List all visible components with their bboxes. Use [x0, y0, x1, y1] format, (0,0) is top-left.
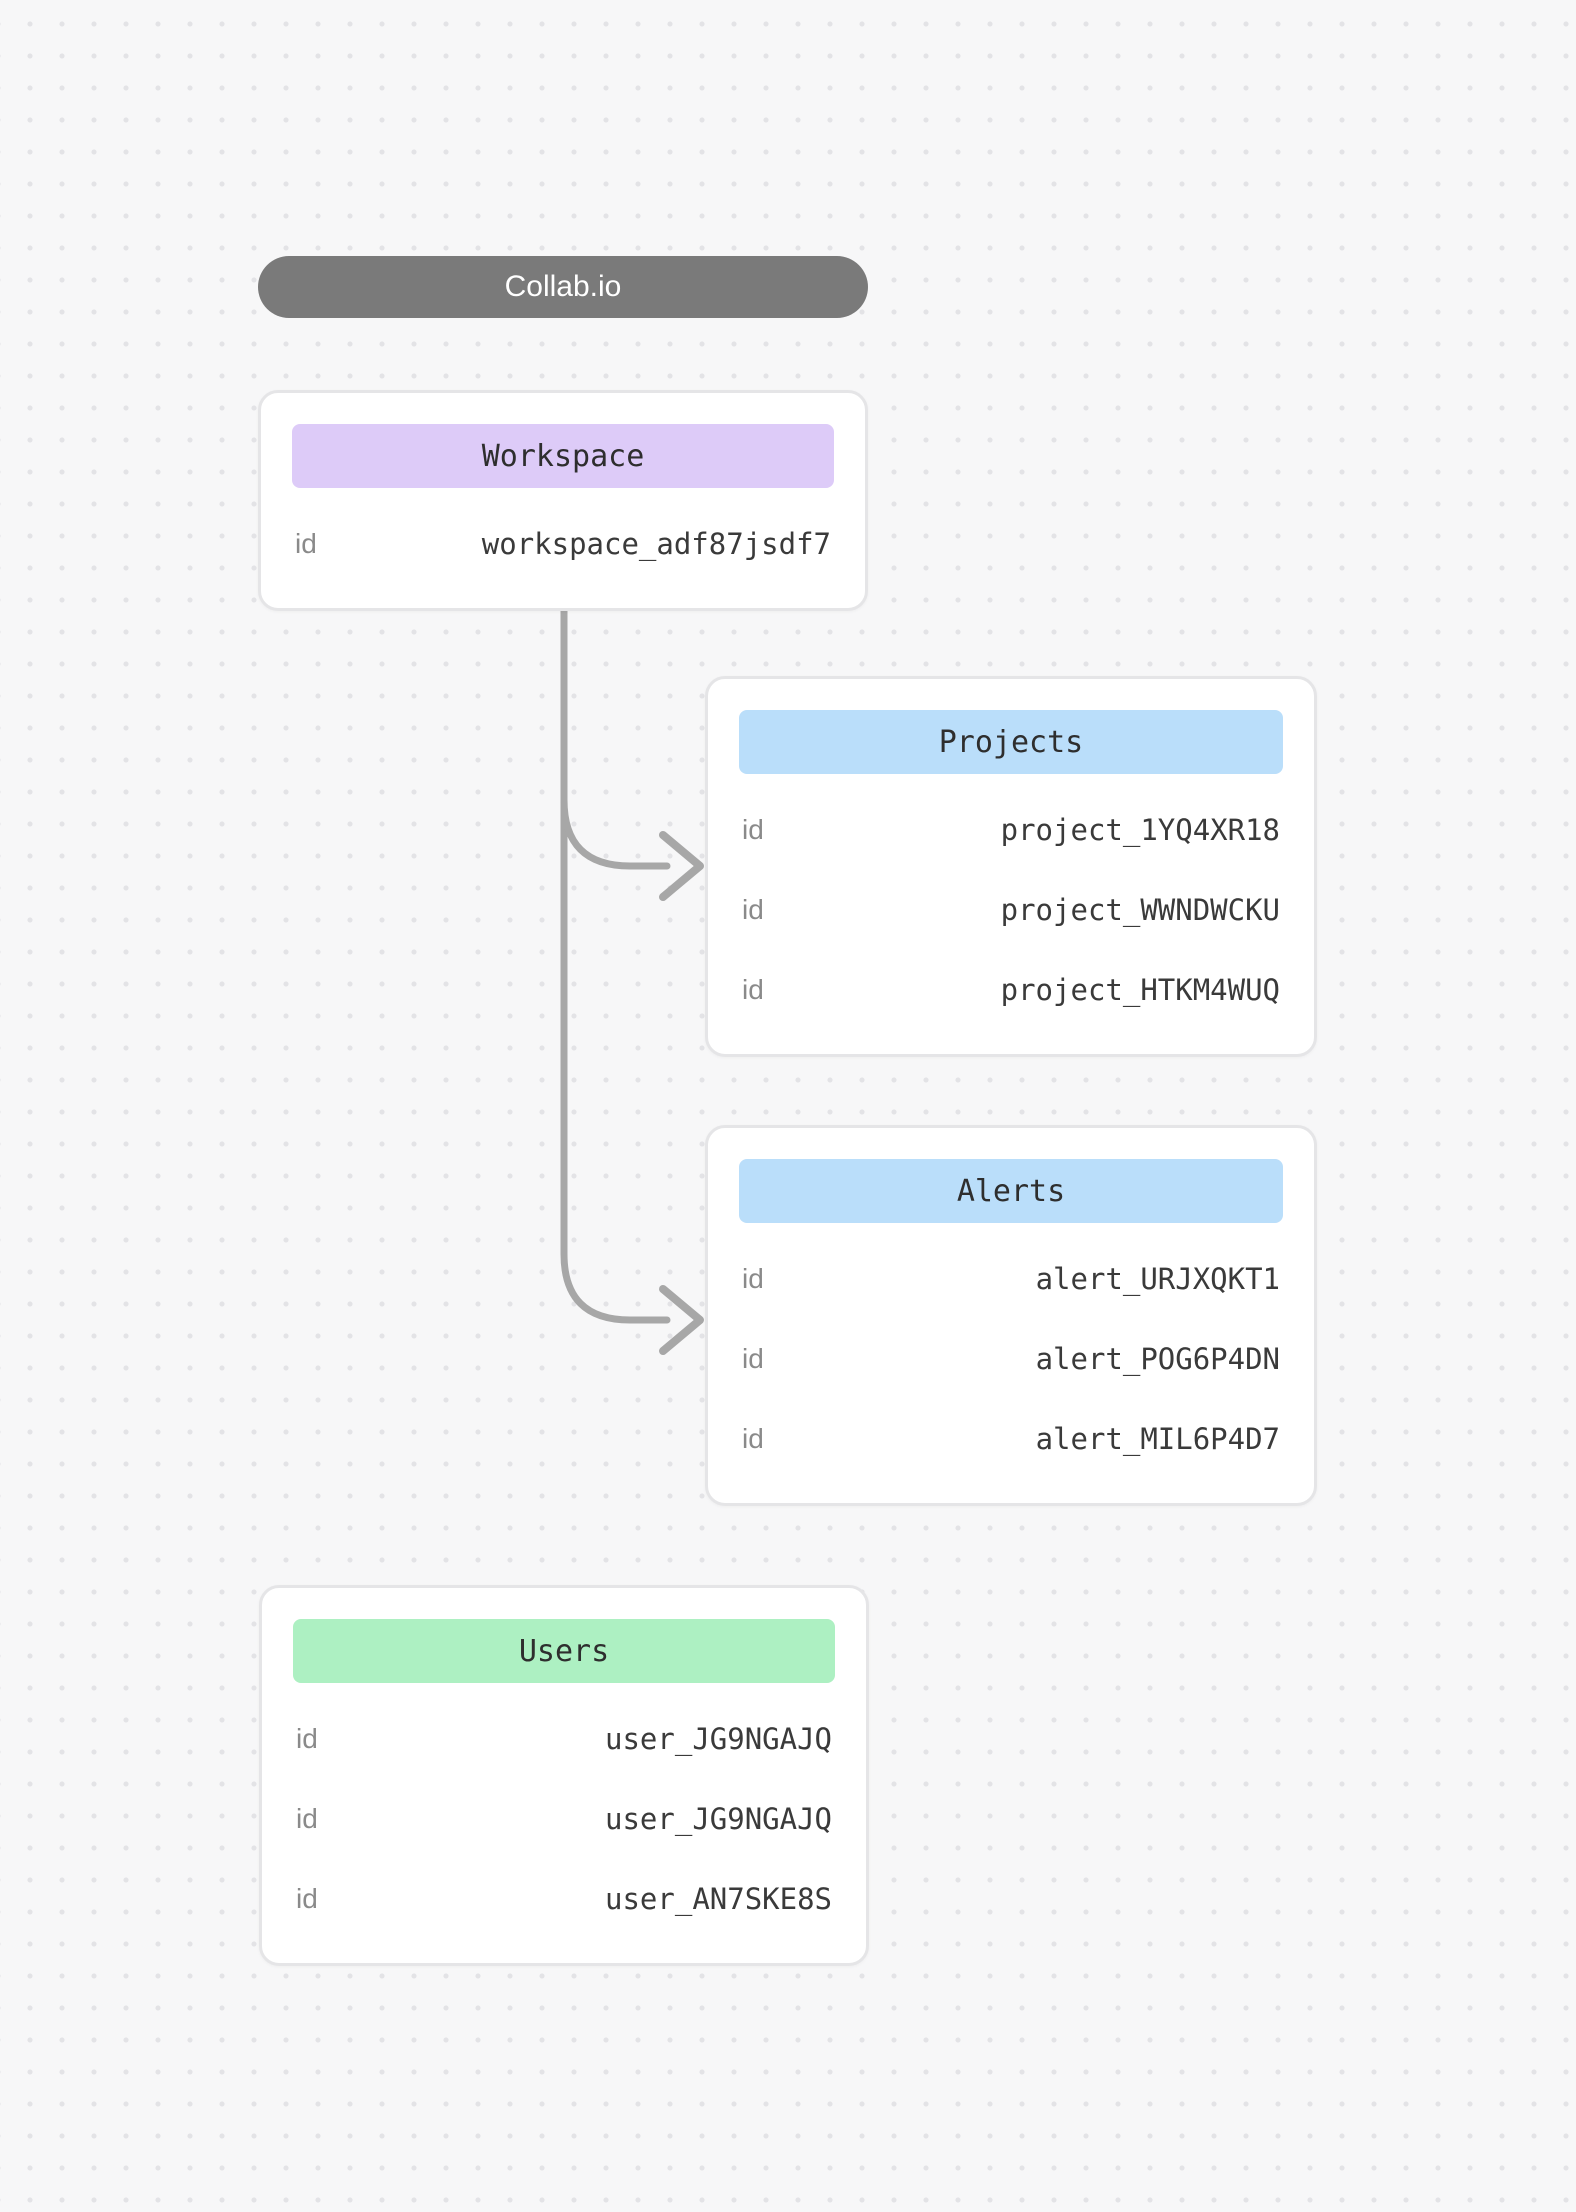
table-row: id alert_POG6P4DN — [739, 1319, 1283, 1399]
field-key: id — [296, 1803, 318, 1834]
workspace-rows: id workspace_adf87jsdf7 — [292, 504, 834, 584]
table-row: id project_WWNDWCKU — [739, 870, 1283, 950]
table-row: id workspace_adf87jsdf7 — [292, 504, 834, 584]
field-value: user_AN7SKE8S — [605, 1882, 832, 1916]
users-card-title: Users — [518, 1633, 610, 1669]
table-row: id alert_MIL6P4D7 — [739, 1399, 1283, 1479]
projects-card[interactable]: Projects id project_1YQ4XR18 id project_… — [705, 676, 1317, 1057]
field-key: id — [295, 528, 317, 559]
table-row: id user_AN7SKE8S — [293, 1859, 835, 1939]
table-row: id alert_URJXQKT1 — [739, 1239, 1283, 1319]
projects-rows: id project_1YQ4XR18 id project_WWNDWCKU … — [739, 790, 1283, 1030]
app-title: Collab.io — [504, 270, 622, 303]
projects-card-title: Projects — [938, 724, 1084, 760]
workspace-card[interactable]: Workspace id workspace_adf87jsdf7 — [258, 390, 868, 611]
table-row: id user_JG9NGAJQ — [293, 1779, 835, 1859]
users-card[interactable]: Users id user_JG9NGAJQ id user_JG9NGAJQ … — [259, 1585, 869, 1966]
field-value: alert_URJXQKT1 — [1035, 1262, 1280, 1296]
field-value: project_HTKM4WUQ — [1000, 973, 1280, 1007]
users-rows: id user_JG9NGAJQ id user_JG9NGAJQ id use… — [293, 1699, 835, 1939]
field-value: user_JG9NGAJQ — [605, 1722, 832, 1756]
field-value: alert_MIL6P4D7 — [1035, 1422, 1280, 1456]
connector-workspace-to-alerts[interactable] — [560, 605, 671, 1324]
field-key: id — [296, 1723, 318, 1754]
field-value: workspace_adf87jsdf7 — [481, 527, 831, 561]
workspace-card-title: Workspace — [481, 438, 645, 474]
field-key: id — [742, 894, 764, 925]
table-row: id user_JG9NGAJQ — [293, 1699, 835, 1779]
field-key: id — [742, 974, 764, 1005]
arrowhead-projects-icon — [659, 831, 704, 901]
field-value: project_1YQ4XR18 — [1000, 813, 1280, 847]
field-key: id — [742, 1423, 764, 1454]
arrowhead-alerts-icon — [659, 1285, 704, 1355]
projects-card-header: Projects — [739, 710, 1283, 774]
table-row: id project_1YQ4XR18 — [739, 790, 1283, 870]
app-title-pill[interactable]: Collab.io — [258, 256, 868, 318]
field-value: alert_POG6P4DN — [1035, 1342, 1280, 1376]
field-key: id — [296, 1883, 318, 1914]
field-key: id — [742, 1343, 764, 1374]
alerts-rows: id alert_URJXQKT1 id alert_POG6P4DN id a… — [739, 1239, 1283, 1479]
workspace-card-header: Workspace — [292, 424, 834, 488]
connector-workspace-to-projects[interactable] — [560, 605, 671, 870]
alerts-card-title: Alerts — [956, 1173, 1066, 1209]
field-value: user_JG9NGAJQ — [605, 1802, 832, 1836]
users-card-header: Users — [293, 1619, 835, 1683]
field-key: id — [742, 814, 764, 845]
alerts-card-header: Alerts — [739, 1159, 1283, 1223]
field-value: project_WWNDWCKU — [1000, 893, 1280, 927]
field-key: id — [742, 1263, 764, 1294]
alerts-card[interactable]: Alerts id alert_URJXQKT1 id alert_POG6P4… — [705, 1125, 1317, 1506]
table-row: id project_HTKM4WUQ — [739, 950, 1283, 1030]
